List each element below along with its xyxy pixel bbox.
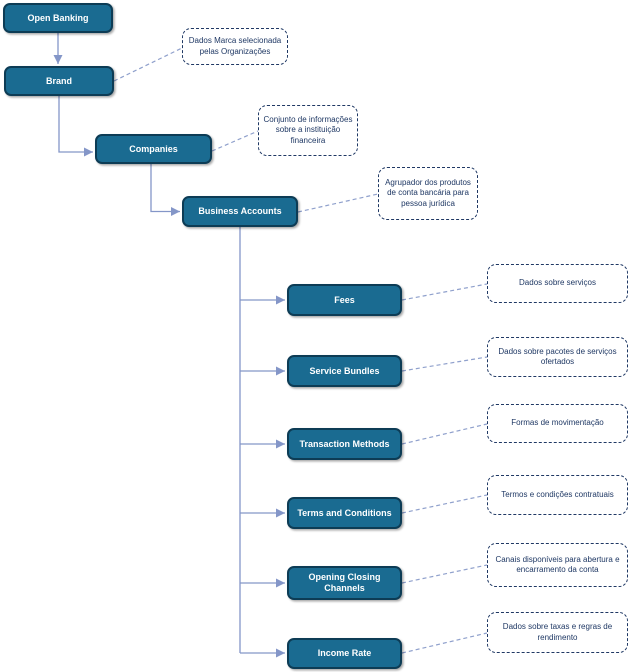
node-opening-closing-channels: Opening Closing Channels bbox=[287, 566, 402, 600]
link-transactionmethods-annotation bbox=[401, 423, 488, 445]
node-business-accounts: Business Accounts bbox=[182, 196, 298, 227]
annotation-transaction-methods: Formas de movimentação bbox=[487, 404, 628, 443]
node-income-rate: Income Rate bbox=[287, 638, 402, 669]
node-transaction-methods: Transaction Methods bbox=[287, 428, 402, 460]
link-incomerate-annotation bbox=[401, 632, 488, 654]
annotation-opening-closing-channels: Canais disponíveis para abertura e encar… bbox=[487, 543, 628, 587]
annotation-income-rate: Dados sobre taxas e regras de rendimento bbox=[487, 612, 628, 653]
edge-brand-companies bbox=[58, 96, 93, 157]
node-terms-and-conditions: Terms and Conditions bbox=[287, 497, 402, 529]
annotation-terms-and-conditions: Termos e condições contratuais bbox=[487, 475, 628, 515]
node-fees: Fees bbox=[287, 284, 402, 316]
annotation-companies: Conjunto de informações sobre a institui… bbox=[258, 105, 358, 156]
node-open-banking: Open Banking bbox=[3, 3, 113, 33]
link-openingclosingchannels-annotation bbox=[401, 564, 488, 584]
link-fees-annotation bbox=[401, 283, 488, 301]
link-companies-annotation bbox=[211, 130, 259, 152]
edge-companies-businessaccounts bbox=[150, 164, 180, 217]
node-service-bundles: Service Bundles bbox=[287, 355, 402, 387]
node-companies: Companies bbox=[95, 134, 212, 164]
annotation-service-bundles: Dados sobre pacotes de serviços ofertado… bbox=[487, 337, 628, 377]
link-termsandconditions-annotation bbox=[401, 494, 488, 514]
link-servicebundles-annotation bbox=[401, 356, 488, 372]
link-brand-annotation bbox=[113, 47, 183, 82]
annotation-fees: Dados sobre serviços bbox=[487, 264, 628, 303]
annotation-business-accounts: Agrupador dos produtos de conta bancária… bbox=[378, 167, 478, 220]
annotation-brand: Dados Marca selecionada pelas Organizaçõ… bbox=[182, 28, 288, 65]
link-businessaccounts-annotation bbox=[297, 193, 379, 213]
node-brand: Brand bbox=[4, 66, 114, 96]
